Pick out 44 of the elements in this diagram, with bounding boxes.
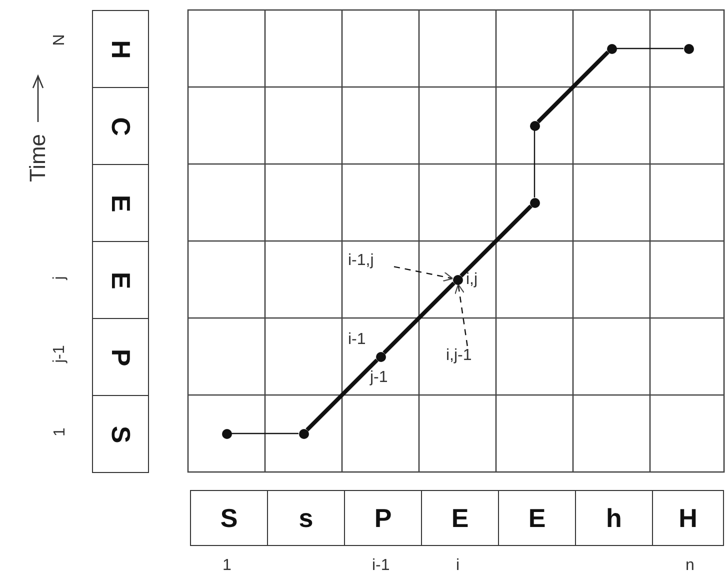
symbol-cell: S [190, 490, 268, 546]
cell-index-text: i,j-1 [446, 346, 492, 368]
index-label: i [456, 557, 460, 575]
path-point [530, 120, 540, 130]
symbol-cell: H [652, 490, 724, 546]
symbol-cell: P [92, 318, 149, 396]
symbol-cell: H [92, 10, 149, 88]
cell-index-text: i-1,j [348, 251, 394, 273]
symbol-cell: P [344, 490, 422, 546]
path-point [530, 198, 540, 208]
path-line [232, 432, 298, 434]
point-label: j-1 [370, 368, 388, 388]
path-line [382, 282, 456, 354]
path-line [534, 130, 536, 198]
dashed-arrow [454, 284, 468, 346]
symbol-cell: E [498, 490, 576, 546]
path-point [606, 44, 616, 54]
path-line [536, 50, 610, 124]
index-label: 1 [50, 428, 69, 436]
symbol-cell: C [92, 87, 149, 165]
index-label: n [686, 557, 694, 575]
path-point [452, 274, 462, 284]
index-label: j-1 [50, 345, 69, 363]
axis-title: Time [29, 134, 48, 182]
index-label: j [50, 276, 69, 280]
symbol-cell: h [575, 490, 653, 546]
symbol-cell: s [267, 490, 345, 546]
index-label: N [50, 34, 69, 46]
path-point [376, 352, 386, 362]
symbol-cell: E [421, 490, 499, 546]
dashed-arrow [394, 266, 454, 282]
point-label: i-1 [348, 330, 366, 350]
path-point [298, 428, 308, 438]
symbol-cell: E [92, 241, 149, 319]
path-line [460, 204, 532, 278]
symbol-cell: E [92, 164, 149, 242]
path-line [616, 48, 684, 50]
point-label: i,j [466, 270, 478, 290]
symbol-cell: S [92, 395, 149, 473]
path-point [684, 44, 694, 54]
index-label: i-1 [372, 557, 390, 575]
index-label: 1 [222, 557, 232, 575]
path-point [222, 428, 232, 438]
path-line [306, 358, 378, 432]
